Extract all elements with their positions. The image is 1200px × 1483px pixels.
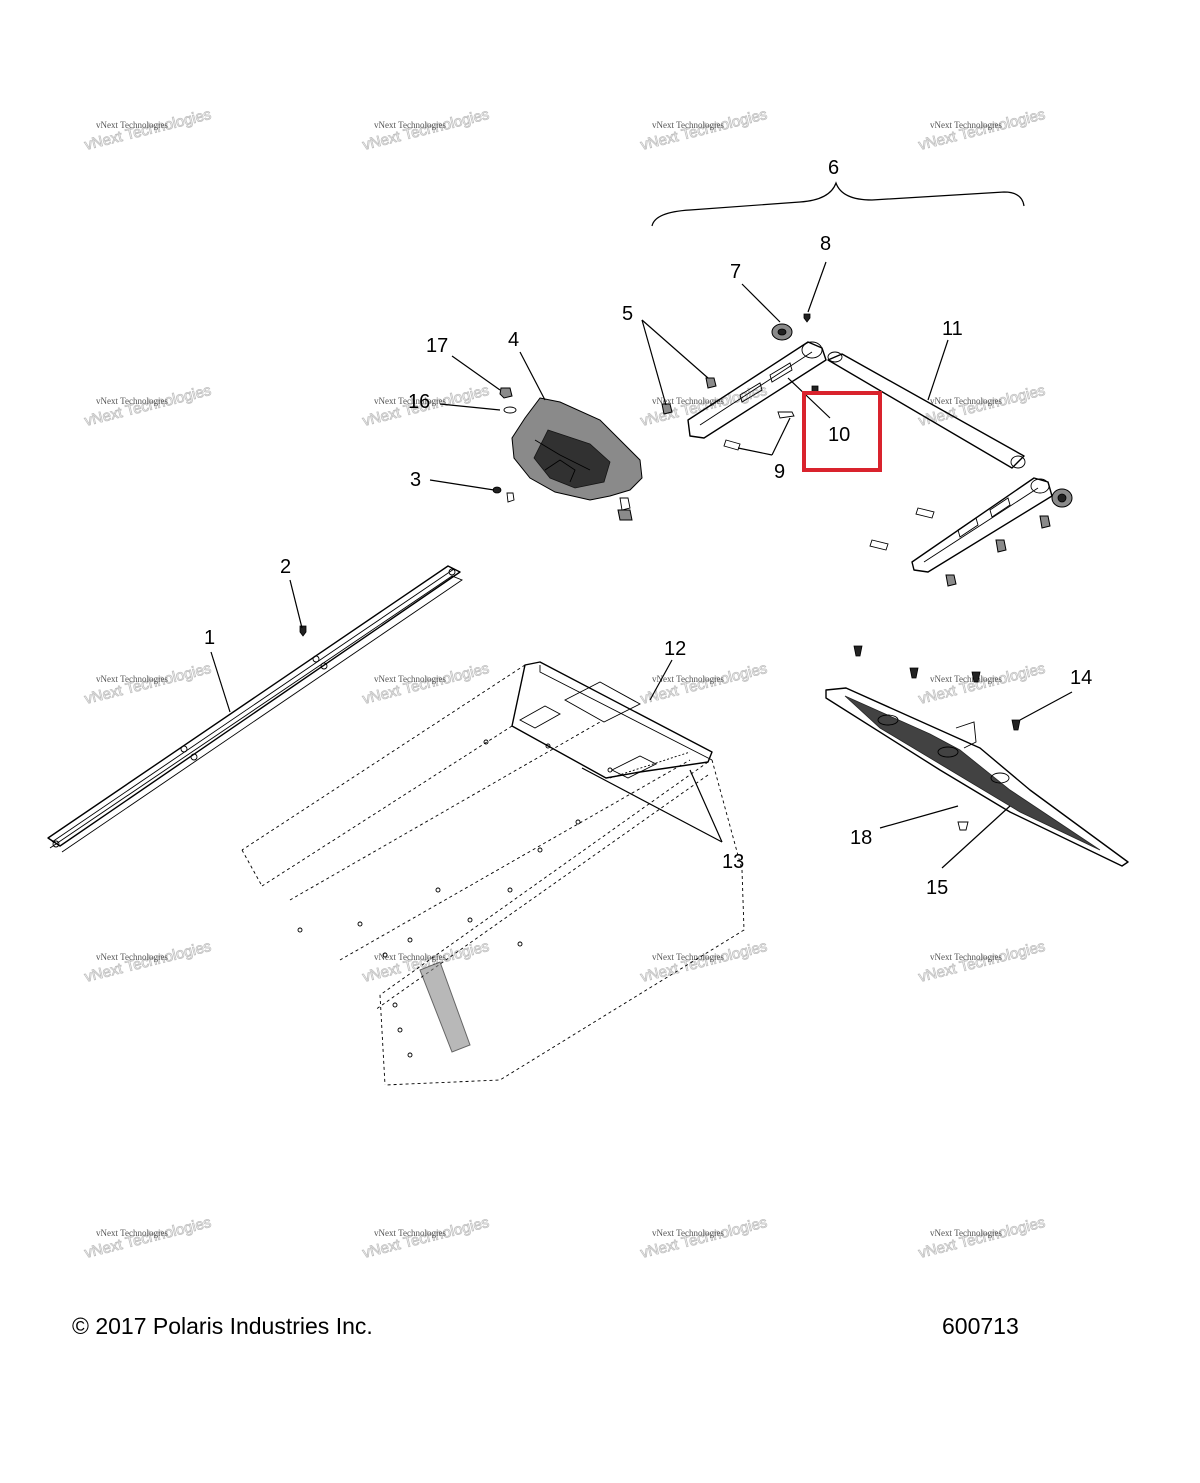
copyright-notice: © 2017 Polaris Industries Inc. bbox=[72, 1313, 373, 1339]
part-1-side-rail bbox=[47, 565, 463, 853]
callout-2: 2 bbox=[280, 556, 291, 578]
watermark-text: vNext Technologies bbox=[96, 952, 168, 962]
callout-13: 13 bbox=[722, 851, 744, 873]
part-3-fasteners bbox=[492, 486, 633, 521]
watermark-text: vNext Technologies bbox=[652, 674, 724, 684]
part-16-washer bbox=[503, 406, 517, 414]
part-13-bed-body bbox=[241, 664, 745, 1086]
callout-15: 15 bbox=[926, 877, 948, 899]
watermark-text: vNext Technologies bbox=[374, 674, 446, 684]
leader-lines bbox=[210, 261, 1073, 869]
callout-7: 7 bbox=[730, 261, 741, 283]
watermark-text: vNext Technologies bbox=[96, 674, 168, 684]
watermark-text: vNext Technologies bbox=[374, 120, 446, 130]
callouts: 1 2 3 4 5 6 7 8 9 10 11 12 13 14 15 16 1… bbox=[204, 157, 1092, 899]
watermark-text: vNext Technologies bbox=[930, 674, 1002, 684]
part-12-bed-plate bbox=[511, 661, 713, 779]
part-4-housing bbox=[511, 397, 643, 501]
part-2-screw bbox=[299, 625, 307, 637]
callout-17: 17 bbox=[426, 335, 448, 357]
watermark-text: vNext Technologies bbox=[652, 1228, 724, 1238]
callout-4: 4 bbox=[508, 329, 519, 351]
callout-1: 1 bbox=[204, 627, 215, 649]
callout-18: 18 bbox=[850, 827, 872, 849]
callout-12: 12 bbox=[664, 638, 686, 660]
part-14-screws bbox=[853, 645, 1021, 731]
watermark-text: vNext Technologies bbox=[96, 120, 168, 130]
callout-14: 14 bbox=[1070, 667, 1092, 689]
watermark-text: vNext Technologies bbox=[374, 1228, 446, 1238]
callout-3: 3 bbox=[410, 469, 421, 491]
callout-11: 11 bbox=[942, 318, 963, 340]
callout-16: 16 bbox=[408, 391, 430, 413]
watermark-text: vNext Technologies bbox=[374, 396, 446, 406]
watermark-text: vNext Technologies bbox=[652, 120, 724, 130]
watermark-text: vNext Technologies bbox=[930, 396, 1002, 406]
watermark-text: vNext Technologies bbox=[930, 1228, 1002, 1238]
watermark-text: vNext Technologies bbox=[96, 396, 168, 406]
watermark-text: vNext Technologies bbox=[374, 952, 446, 962]
part-15-brace bbox=[825, 687, 1129, 867]
watermark-text: vNext Technologies bbox=[652, 952, 724, 962]
callout-10: 10 bbox=[828, 424, 850, 446]
part-6-brace-assembly bbox=[661, 313, 1073, 587]
part-18-rivet bbox=[957, 821, 969, 831]
callout-6: 6 bbox=[828, 157, 839, 179]
watermark-text: vNext Technologies bbox=[652, 396, 724, 406]
watermark-text: vNext Technologies bbox=[930, 120, 1002, 130]
part-17-nut bbox=[499, 387, 513, 399]
watermark-text: vNext Technologies bbox=[930, 952, 1002, 962]
callout-5: 5 bbox=[622, 303, 633, 325]
watermark-text: vNext Technologies bbox=[96, 1228, 168, 1238]
diagram-number: 600713 bbox=[942, 1313, 1019, 1339]
callout-8: 8 bbox=[820, 233, 831, 255]
highlight-box bbox=[802, 391, 882, 472]
callout-9: 9 bbox=[774, 461, 785, 483]
bracket-6 bbox=[651, 181, 1025, 227]
